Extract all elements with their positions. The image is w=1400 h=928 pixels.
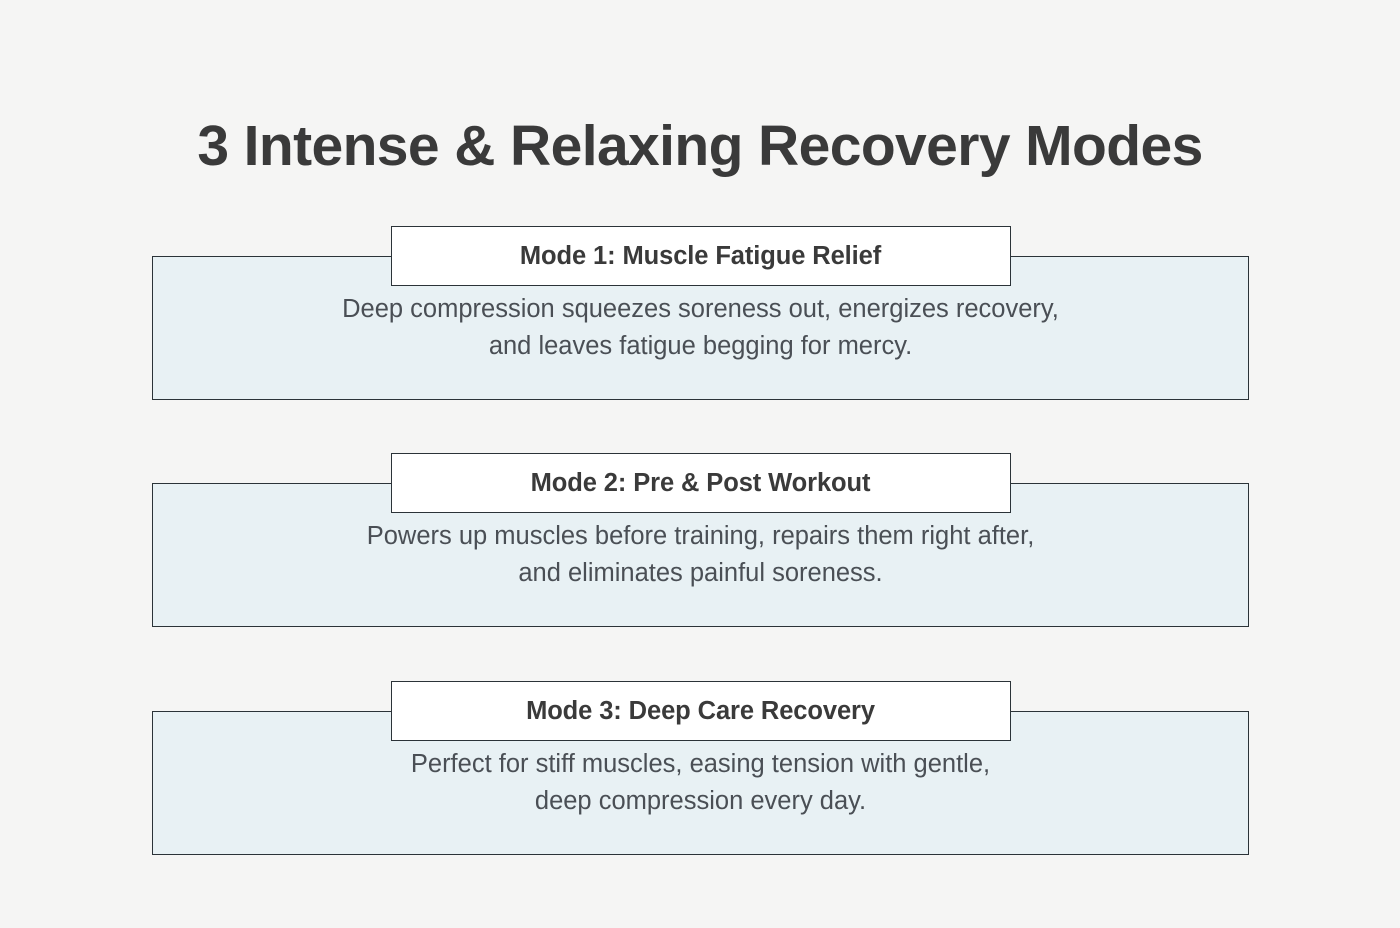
mode-title-box: Mode 3: Deep Care Recovery bbox=[390, 681, 1011, 741]
mode-description: Perfect for stiff muscles, easing tensio… bbox=[410, 750, 991, 815]
mode-title-label: Mode 3: Deep Care Recovery bbox=[526, 696, 875, 725]
mode-title-label: Mode 1: Muscle Fatigue Relief bbox=[519, 241, 882, 270]
page-title: 3 Intense & Relaxing Recovery Modes bbox=[197, 114, 1203, 179]
mode-description: Powers up muscles before training, repai… bbox=[366, 522, 1035, 587]
mode-description: Deep compression squeezes soreness out, … bbox=[342, 295, 1059, 360]
mode-title-box: Mode 1: Muscle Fatigue Relief bbox=[390, 226, 1011, 286]
mode-title-box: Mode 2: Pre & Post Workout bbox=[390, 453, 1011, 513]
mode-title-label: Mode 2: Pre & Post Workout bbox=[530, 468, 871, 497]
mode-body-panel: Perfect for stiff muscles, easing tensio… bbox=[152, 711, 1249, 855]
